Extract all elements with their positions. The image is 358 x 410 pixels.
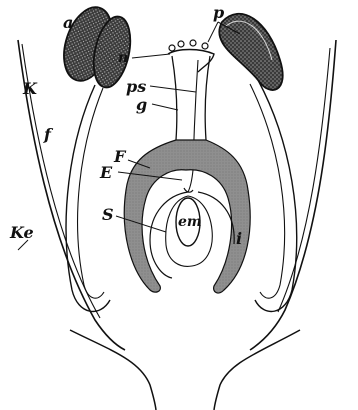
- filament-left: [66, 85, 110, 311]
- label-n: n: [118, 50, 128, 66]
- label-F: F: [113, 147, 127, 166]
- receptacle-right: [214, 330, 300, 410]
- style-right: [205, 56, 210, 140]
- filament-right-inner: [250, 84, 285, 298]
- label-ps: ps: [126, 77, 146, 96]
- label-i: i: [236, 229, 242, 248]
- label-E: E: [99, 163, 113, 182]
- style-left: [172, 56, 177, 140]
- label-a: a: [63, 13, 73, 32]
- label-p: p: [213, 3, 224, 22]
- label-Ke: Ke: [9, 223, 34, 242]
- label-g: g: [136, 95, 147, 114]
- label-f: f: [43, 125, 54, 144]
- stigma: [168, 50, 214, 73]
- calyx-right-inner: [278, 48, 330, 312]
- pollen-tube: [188, 60, 198, 192]
- label-S: S: [102, 205, 114, 224]
- filament-right: [255, 80, 297, 311]
- anther-right: [219, 14, 282, 90]
- label-K: K: [22, 79, 38, 98]
- label-em: em: [178, 214, 202, 230]
